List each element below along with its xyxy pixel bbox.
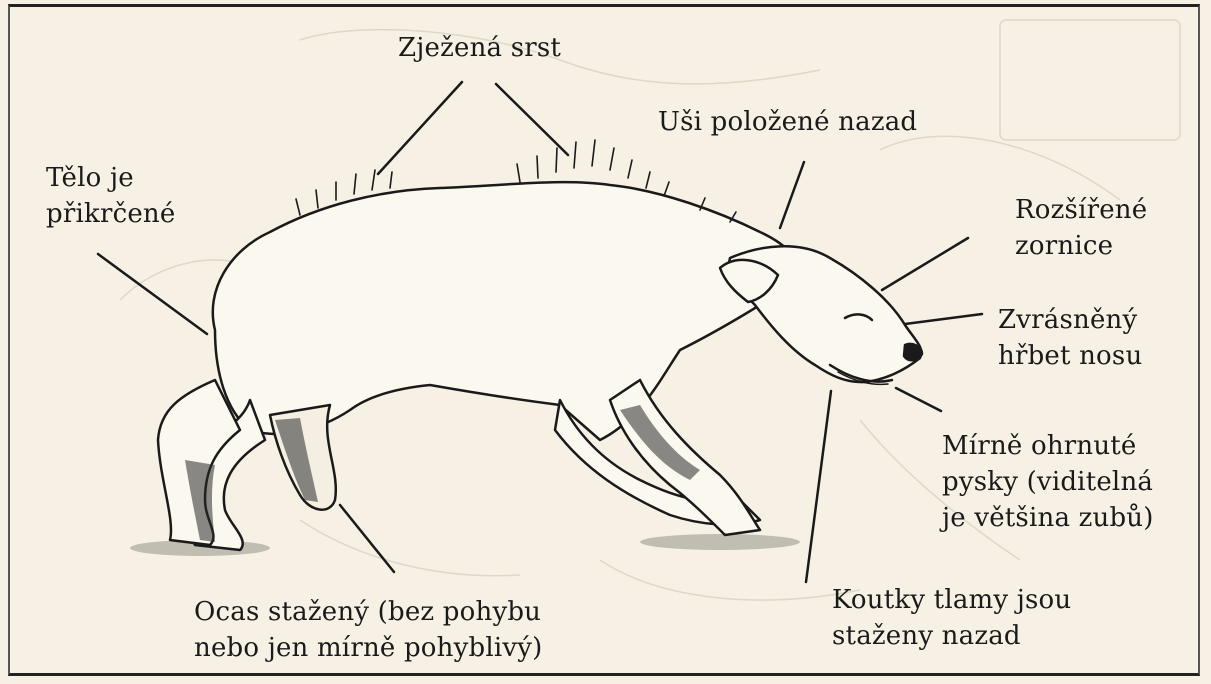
- label-mouth-corners-line-2: staženy nazad: [832, 618, 1071, 654]
- leader-bristled-fur-right: [496, 84, 568, 155]
- label-bristled-fur-text: Zježená srst: [398, 30, 561, 66]
- label-lips-curled-line-3: je většina zubů): [942, 500, 1154, 536]
- label-tail-tucked: Ocas stažený (bez pohybu nebo jen mírně …: [194, 594, 542, 666]
- leader-wrinkled-nose: [905, 314, 982, 324]
- leader-body-crouched: [98, 254, 207, 334]
- label-mouth-corners-line-1: Koutky tlamy jsou: [832, 582, 1071, 618]
- label-lips-curled-line-1: Mírně ohrnuté: [942, 428, 1154, 464]
- label-wrinkled-nose: Zvrásněný hřbet nosu: [998, 302, 1142, 374]
- leader-bristled-fur-left: [378, 82, 462, 174]
- label-ears-back-text: Uši položené nazad: [658, 104, 917, 140]
- label-body-crouched-line-1: Tělo je: [46, 160, 175, 196]
- label-tail-tucked-line-1: Ocas stažený (bez pohybu: [194, 594, 542, 630]
- label-bristled-fur: Zježená srst: [398, 30, 561, 66]
- label-body-crouched: Tělo je přikrčené: [46, 160, 175, 232]
- wolf-body: [158, 182, 922, 550]
- label-dilated-pupils-line-2: zornice: [1015, 228, 1147, 264]
- label-wrinkled-nose-line-2: hřbet nosu: [998, 338, 1142, 374]
- leader-dilated-pupils: [882, 238, 968, 290]
- label-ears-back: Uši položené nazad: [658, 104, 917, 140]
- leader-lips-curled: [896, 388, 941, 411]
- label-mouth-corners: Koutky tlamy jsou staženy nazad: [832, 582, 1071, 654]
- label-dilated-pupils: Rozšířené zornice: [1015, 192, 1147, 264]
- label-dilated-pupils-line-1: Rozšířené: [1015, 192, 1147, 228]
- label-body-crouched-line-2: přikrčené: [46, 196, 175, 232]
- label-wrinkled-nose-line-1: Zvrásněný: [998, 302, 1142, 338]
- leader-tail-tucked: [340, 505, 394, 572]
- label-lips-curled: Mírně ohrnuté pysky (viditelná je většin…: [942, 428, 1154, 536]
- label-lips-curled-line-2: pysky (viditelná: [942, 464, 1154, 500]
- label-tail-tucked-line-2: nebo jen mírně pohyblivý): [194, 630, 542, 666]
- leader-mouth-corners: [806, 391, 831, 582]
- leader-ears-back: [780, 162, 804, 228]
